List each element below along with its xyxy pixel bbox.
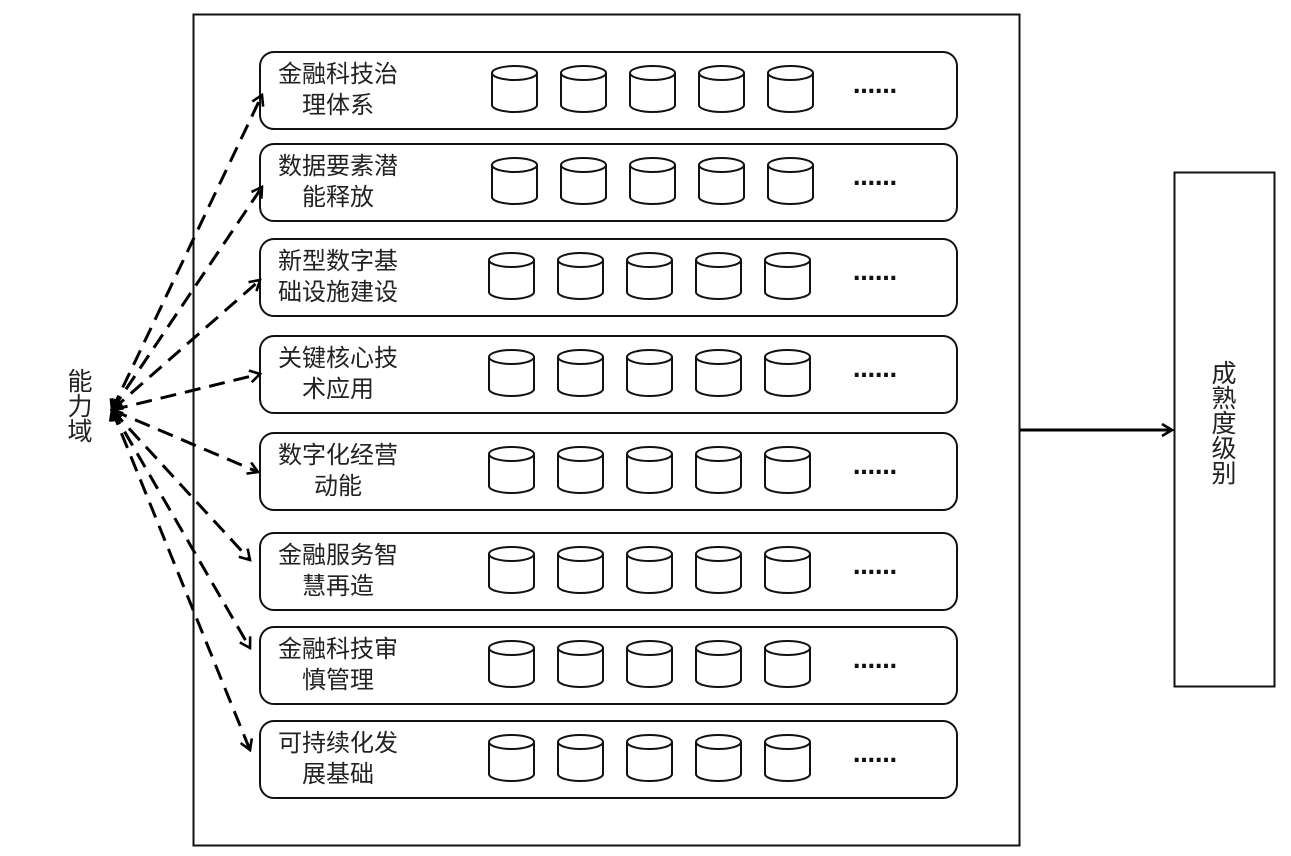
database-cylinder-icon [557, 252, 604, 300]
database-cylinder-icon [629, 157, 676, 205]
database-cylinder-icon [764, 252, 811, 300]
capability-row-label: 金融科技治理体系 [238, 59, 438, 121]
maturity-level-box [1173, 171, 1276, 688]
row-label-line1: 金融科技治 [278, 60, 398, 88]
database-cylinder-icon [626, 546, 673, 594]
database-cylinder-icon [557, 546, 604, 594]
more-items-ellipsis: …… [853, 166, 897, 191]
database-cylinder-icon [557, 640, 604, 688]
database-cylinder-icon [764, 349, 811, 397]
database-cylinder-icon [764, 640, 811, 688]
more-items-ellipsis: …… [853, 743, 897, 768]
database-cylinder-icon [695, 252, 742, 300]
database-cylinder-icon [764, 546, 811, 594]
capability-row-label: 金融科技审慎管理 [238, 634, 438, 696]
dashed-arrow [112, 410, 250, 560]
database-cylinder-icon [695, 446, 742, 494]
row-label-line1: 关键核心技 [278, 344, 398, 372]
more-items-ellipsis: …… [853, 261, 897, 286]
database-cylinder-icon [695, 546, 742, 594]
database-cylinder-icon [488, 446, 535, 494]
database-cylinder-icon [626, 446, 673, 494]
row-label-line1: 金融科技审 [278, 635, 398, 663]
target-label: 成熟度级别 [1208, 360, 1237, 485]
database-cylinder-icon [488, 252, 535, 300]
capability-row [259, 720, 958, 799]
database-cylinder-icon [488, 640, 535, 688]
row-label-line1: 金融服务智 [278, 541, 398, 569]
row-label-line1: 数据要素潜 [278, 152, 398, 180]
row-label-line2: 展基础 [302, 760, 374, 788]
more-items-ellipsis: …… [853, 455, 897, 480]
row-label-line2: 慧再造 [302, 572, 374, 600]
row-label-line2: 慎管理 [302, 666, 374, 694]
database-cylinder-icon [764, 734, 811, 782]
database-cylinder-icon [557, 734, 604, 782]
database-cylinder-icon [626, 640, 673, 688]
capability-row [259, 432, 958, 511]
database-cylinder-icon [695, 640, 742, 688]
capability-row-box [259, 51, 958, 130]
database-cylinder-icon [764, 446, 811, 494]
source-label: 能力域 [64, 368, 93, 443]
more-items-ellipsis: …… [853, 649, 897, 674]
database-cylinder-icon [488, 349, 535, 397]
dashed-arrow [112, 410, 250, 750]
row-label-line2: 础设施建设 [278, 278, 398, 306]
database-cylinder-icon [560, 65, 607, 113]
database-cylinder-icon [491, 157, 538, 205]
database-cylinder-icon [488, 546, 535, 594]
row-label-line2: 动能 [314, 472, 362, 500]
more-items-ellipsis: …… [853, 74, 897, 99]
capability-row-label: 数据要素潜能释放 [238, 151, 438, 213]
row-label-line1: 可持续化发 [278, 729, 398, 757]
capability-row-label: 金融服务智慧再造 [238, 540, 438, 602]
capability-row-label: 关键核心技术应用 [238, 343, 438, 405]
capability-row [259, 532, 958, 611]
row-label-line2: 能释放 [302, 183, 374, 211]
database-cylinder-icon [626, 349, 673, 397]
capability-row-label: 新型数字基础设施建设 [238, 246, 438, 308]
row-label-line2: 术应用 [302, 375, 374, 403]
row-label-line2: 理体系 [302, 91, 374, 119]
capability-row-box [259, 720, 958, 799]
dashed-arrow [112, 374, 260, 410]
database-cylinder-icon [698, 65, 745, 113]
database-cylinder-icon [767, 65, 814, 113]
database-cylinder-icon [557, 349, 604, 397]
database-cylinder-icon [767, 157, 814, 205]
database-cylinder-icon [695, 734, 742, 782]
database-cylinder-icon [698, 157, 745, 205]
database-cylinder-icon [560, 157, 607, 205]
row-label-line1: 新型数字基 [278, 247, 398, 275]
capability-row-label: 数字化经营动能 [238, 440, 438, 502]
database-cylinder-icon [626, 734, 673, 782]
database-cylinder-icon [695, 349, 742, 397]
capability-row-box [259, 626, 958, 705]
database-cylinder-icon [626, 252, 673, 300]
capability-row [259, 626, 958, 705]
capability-row-box [259, 532, 958, 611]
database-cylinder-icon [488, 734, 535, 782]
database-cylinder-icon [557, 446, 604, 494]
more-items-ellipsis: …… [853, 358, 897, 383]
dashed-arrow [112, 410, 250, 648]
database-cylinder-icon [491, 65, 538, 113]
capability-row-label: 可持续化发展基础 [238, 728, 438, 790]
capability-row [259, 51, 958, 130]
database-cylinder-icon [629, 65, 676, 113]
more-items-ellipsis: …… [853, 555, 897, 580]
row-label-line1: 数字化经营 [278, 441, 398, 469]
